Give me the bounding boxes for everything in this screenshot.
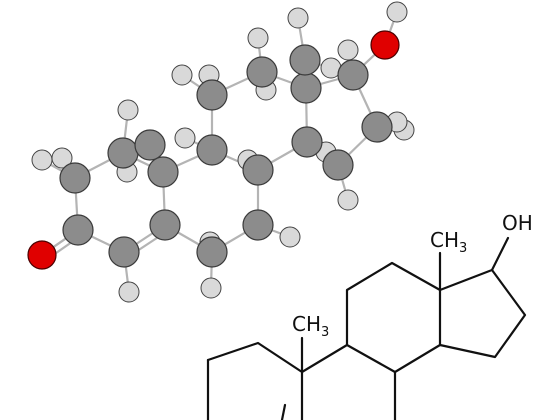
methyl-label-middle: CH3: [292, 312, 329, 340]
ring-a-partial-bond: [280, 403, 287, 420]
carbon-atom: [196, 134, 228, 166]
hydrogen-atom: [337, 39, 359, 61]
carbon-atom: [62, 214, 94, 246]
hydrogen-atom: [171, 64, 193, 86]
carbon-atom: [291, 126, 323, 158]
ring-d-bond: [438, 268, 527, 359]
carbon-atom: [196, 79, 228, 111]
hydrogen-atom: [174, 127, 196, 149]
skeletal-formula: CH3 CH3 OH: [206, 211, 533, 420]
hydrogen-atom: [118, 281, 140, 303]
hydrogen-atom: [247, 27, 269, 49]
oxygen-atom: [370, 30, 400, 60]
hydrogen-atom: [31, 149, 53, 171]
carbon-atom: [246, 56, 278, 88]
hydrogen-atom: [386, 1, 408, 23]
hydrogen-atom: [51, 147, 73, 169]
c17-hydroxyl-bond: [490, 236, 510, 272]
carbon-atom: [242, 154, 274, 186]
carbon-atom: [149, 209, 181, 241]
carbon-atom: [147, 156, 179, 188]
hydrogen-atom: [200, 277, 222, 299]
hydrogen-atom: [279, 226, 301, 248]
carbon-atom: [289, 44, 321, 76]
carbon-atom: [134, 129, 166, 161]
hydrogen-atom: [117, 99, 139, 121]
ring-c-bond: [300, 261, 442, 374]
oxygen-atom: [27, 240, 57, 270]
hydrogen-atom: [287, 7, 309, 29]
carbon-atom: [59, 162, 91, 194]
carbon-atom: [242, 209, 274, 241]
carbon-atom: [290, 72, 322, 104]
hydroxyl-label: OH: [502, 211, 533, 235]
carbon-atom: [107, 137, 139, 169]
ring-b-bond: [206, 341, 304, 420]
carbon-atom: [361, 111, 393, 143]
carbon-atom: [108, 236, 140, 268]
hydrogen-atom: [337, 189, 359, 211]
carbon-atom: [196, 236, 228, 268]
methyl-label-top: CH3: [430, 228, 467, 256]
carbon-atom: [337, 59, 369, 91]
ball-and-stick-model: [27, 1, 415, 303]
carbon-atom: [322, 149, 354, 181]
